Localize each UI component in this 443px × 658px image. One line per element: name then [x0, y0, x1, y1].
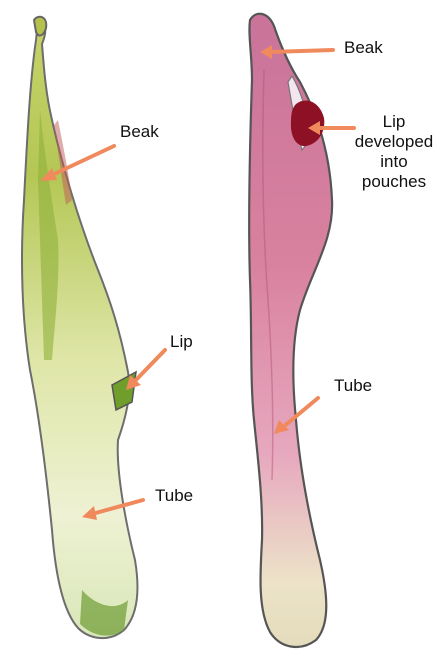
right-flower	[249, 14, 332, 647]
label-left-tube: Tube	[155, 486, 193, 506]
label-right-lip-line-2: developed	[352, 132, 436, 152]
label-right-lip-line-4: pouches	[352, 172, 436, 192]
left-flower-beak-tip	[34, 17, 46, 36]
label-left-beak: Beak	[120, 122, 159, 142]
label-right-lip-line-3: into	[352, 152, 436, 172]
label-right-beak: Beak	[344, 38, 383, 58]
label-left-lip: Lip	[170, 332, 193, 352]
left-flower-outline	[22, 21, 137, 638]
label-right-lip-pouches: Lip developed into pouches	[352, 112, 436, 192]
arrow-left-lip	[126, 350, 165, 390]
arrow-right-beak	[260, 45, 333, 59]
label-right-tube: Tube	[334, 376, 372, 396]
left-flower	[22, 17, 137, 638]
label-right-lip-line-1: Lip	[352, 112, 436, 132]
